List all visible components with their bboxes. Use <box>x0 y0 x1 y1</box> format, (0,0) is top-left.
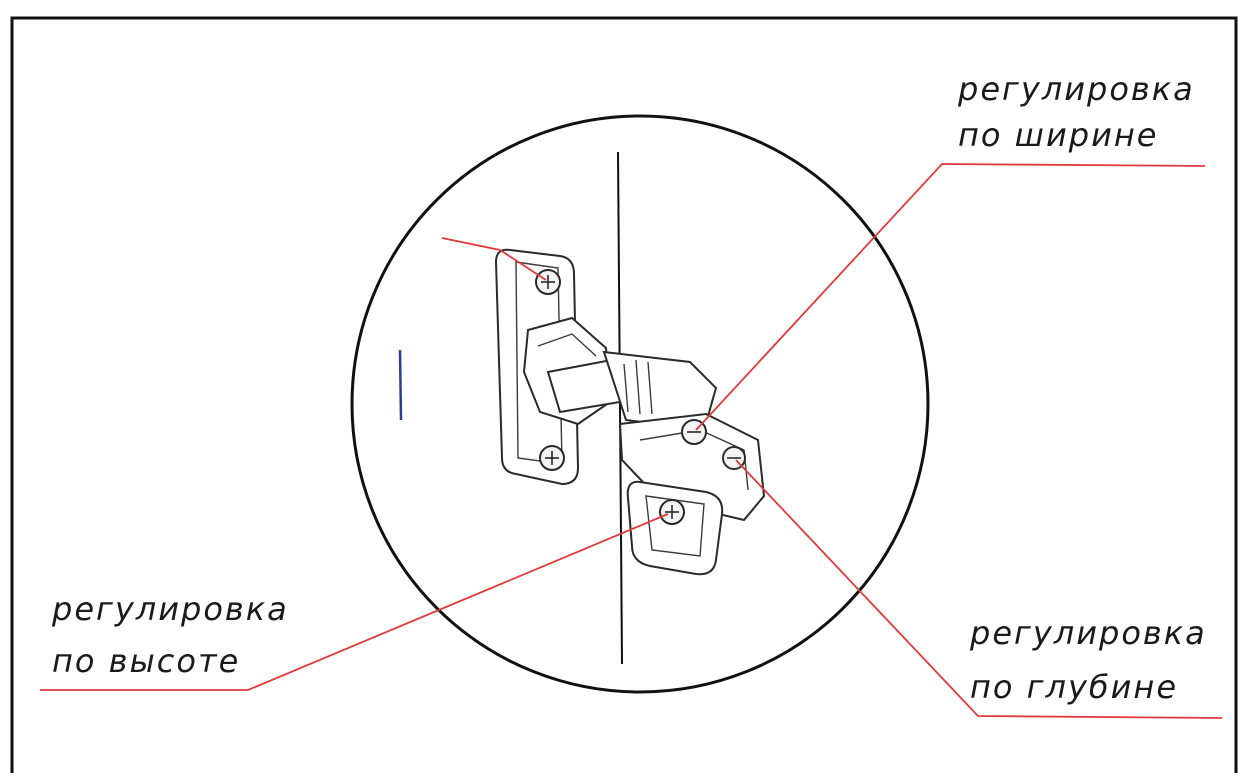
cabinet-edge-stripe <box>398 349 403 421</box>
label-depth-adjust: регулировка по глубине <box>969 614 1219 706</box>
plate-screw-top <box>535 269 561 295</box>
hinge-cup <box>626 480 724 576</box>
leader-width-adjust <box>695 163 1206 431</box>
detail-circle <box>350 114 930 694</box>
leader-height-adjust <box>40 513 669 691</box>
label-height-adjust-line1: регулировка <box>51 590 289 628</box>
leader-top-screw <box>441 237 547 281</box>
label-depth-adjust-line2: по глубине <box>970 668 1178 706</box>
drawing-frame <box>10 16 1238 773</box>
label-depth-adjust-line1: регулировка <box>969 614 1207 652</box>
label-height-adjust: регулировка по высоте <box>51 590 301 680</box>
label-width-adjust-line1: регулировка <box>957 70 1195 108</box>
leader-depth-adjust <box>735 459 1223 719</box>
label-width-adjust: регулировка по ширине <box>957 70 1207 154</box>
label-height-adjust-line2: по высоте <box>52 642 240 680</box>
label-width-adjust-line2: по ширине <box>958 116 1158 154</box>
height-adjust-screw <box>659 499 685 525</box>
door-edge-line <box>617 151 623 665</box>
plate-screw-bottom <box>539 445 565 471</box>
